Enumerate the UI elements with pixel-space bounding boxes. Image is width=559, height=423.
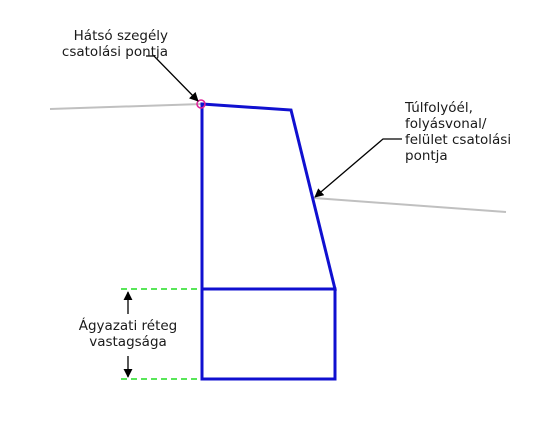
back-edge-label: Hátsó szegély csatolási pontja bbox=[20, 28, 168, 60]
back-edge-label-line-1: Hátsó szegély bbox=[73, 28, 168, 44]
bedding-label-line-2: vastagsága bbox=[89, 334, 167, 350]
overflow-label-line-4: pontja bbox=[405, 148, 448, 164]
ground-line-left bbox=[49, 103, 203, 110]
back-edge-marker bbox=[196, 99, 206, 109]
overflow-label: Túlfolyóél, folyásvonal/ felület csatolá… bbox=[405, 100, 511, 164]
bedding-layer bbox=[200, 287, 337, 381]
back-edge-leader bbox=[146, 55, 199, 102]
overflow-leader bbox=[314, 138, 402, 198]
overflow-label-line-2: folyásvonal/ bbox=[405, 116, 487, 132]
back-edge-label-line-2: csatolási pontja bbox=[61, 44, 168, 60]
bedding-label-line-1: Ágyazati réteg bbox=[78, 318, 178, 334]
bedding-label: Ágyazati réteg vastagsága bbox=[58, 318, 198, 350]
ground-line-right bbox=[313, 197, 507, 213]
overflow-label-line-1: Túlfolyóél, bbox=[405, 100, 473, 116]
overflow-label-line-3: felület csatolási bbox=[405, 132, 512, 148]
